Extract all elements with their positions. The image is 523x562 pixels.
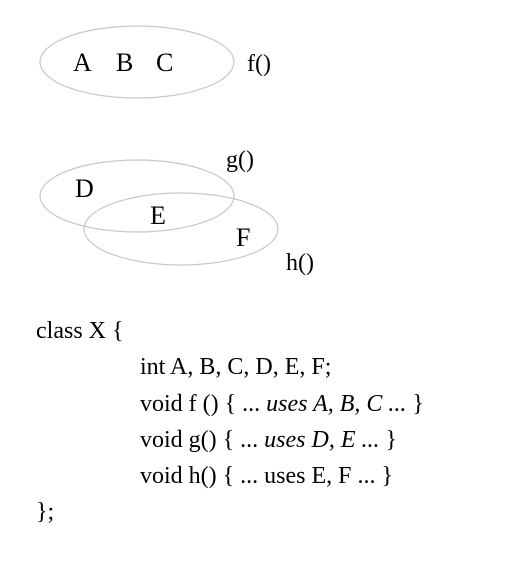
fields-line: int A, B, C, D, E, F; [140, 354, 332, 380]
node-a-label: A [73, 48, 92, 77]
class-open-line: class X { [36, 318, 124, 344]
method-g-line: void g() { ... uses D, E ... } [140, 428, 397, 452]
class-close-line: }; [36, 499, 55, 525]
function-f-label: f() [247, 51, 271, 77]
f-group-ellipse [39, 25, 235, 99]
method-f-close: } [406, 391, 424, 417]
method-g-close: } [379, 427, 398, 453]
h-group-ellipse [83, 192, 279, 266]
node-f-label: F [236, 223, 250, 252]
node-d-label: D [75, 174, 94, 203]
method-f-line: void f () { ... uses A, B, C ... } [140, 392, 424, 416]
method-f-uses: uses A, B, C ... [266, 391, 407, 417]
method-g-uses: uses D, E ... [264, 427, 380, 453]
function-h-label: h() [286, 250, 314, 276]
method-g-signature: void g() { ... [140, 427, 265, 453]
g-group-ellipse [39, 159, 235, 233]
node-e-label: E [150, 201, 166, 230]
function-g-label: g() [226, 147, 254, 173]
method-h-line: void h() { ... uses E, F ... } [140, 463, 394, 489]
node-b-label: B [116, 48, 133, 77]
node-c-label: C [156, 48, 173, 77]
method-f-signature: void f () { ... [140, 391, 267, 417]
